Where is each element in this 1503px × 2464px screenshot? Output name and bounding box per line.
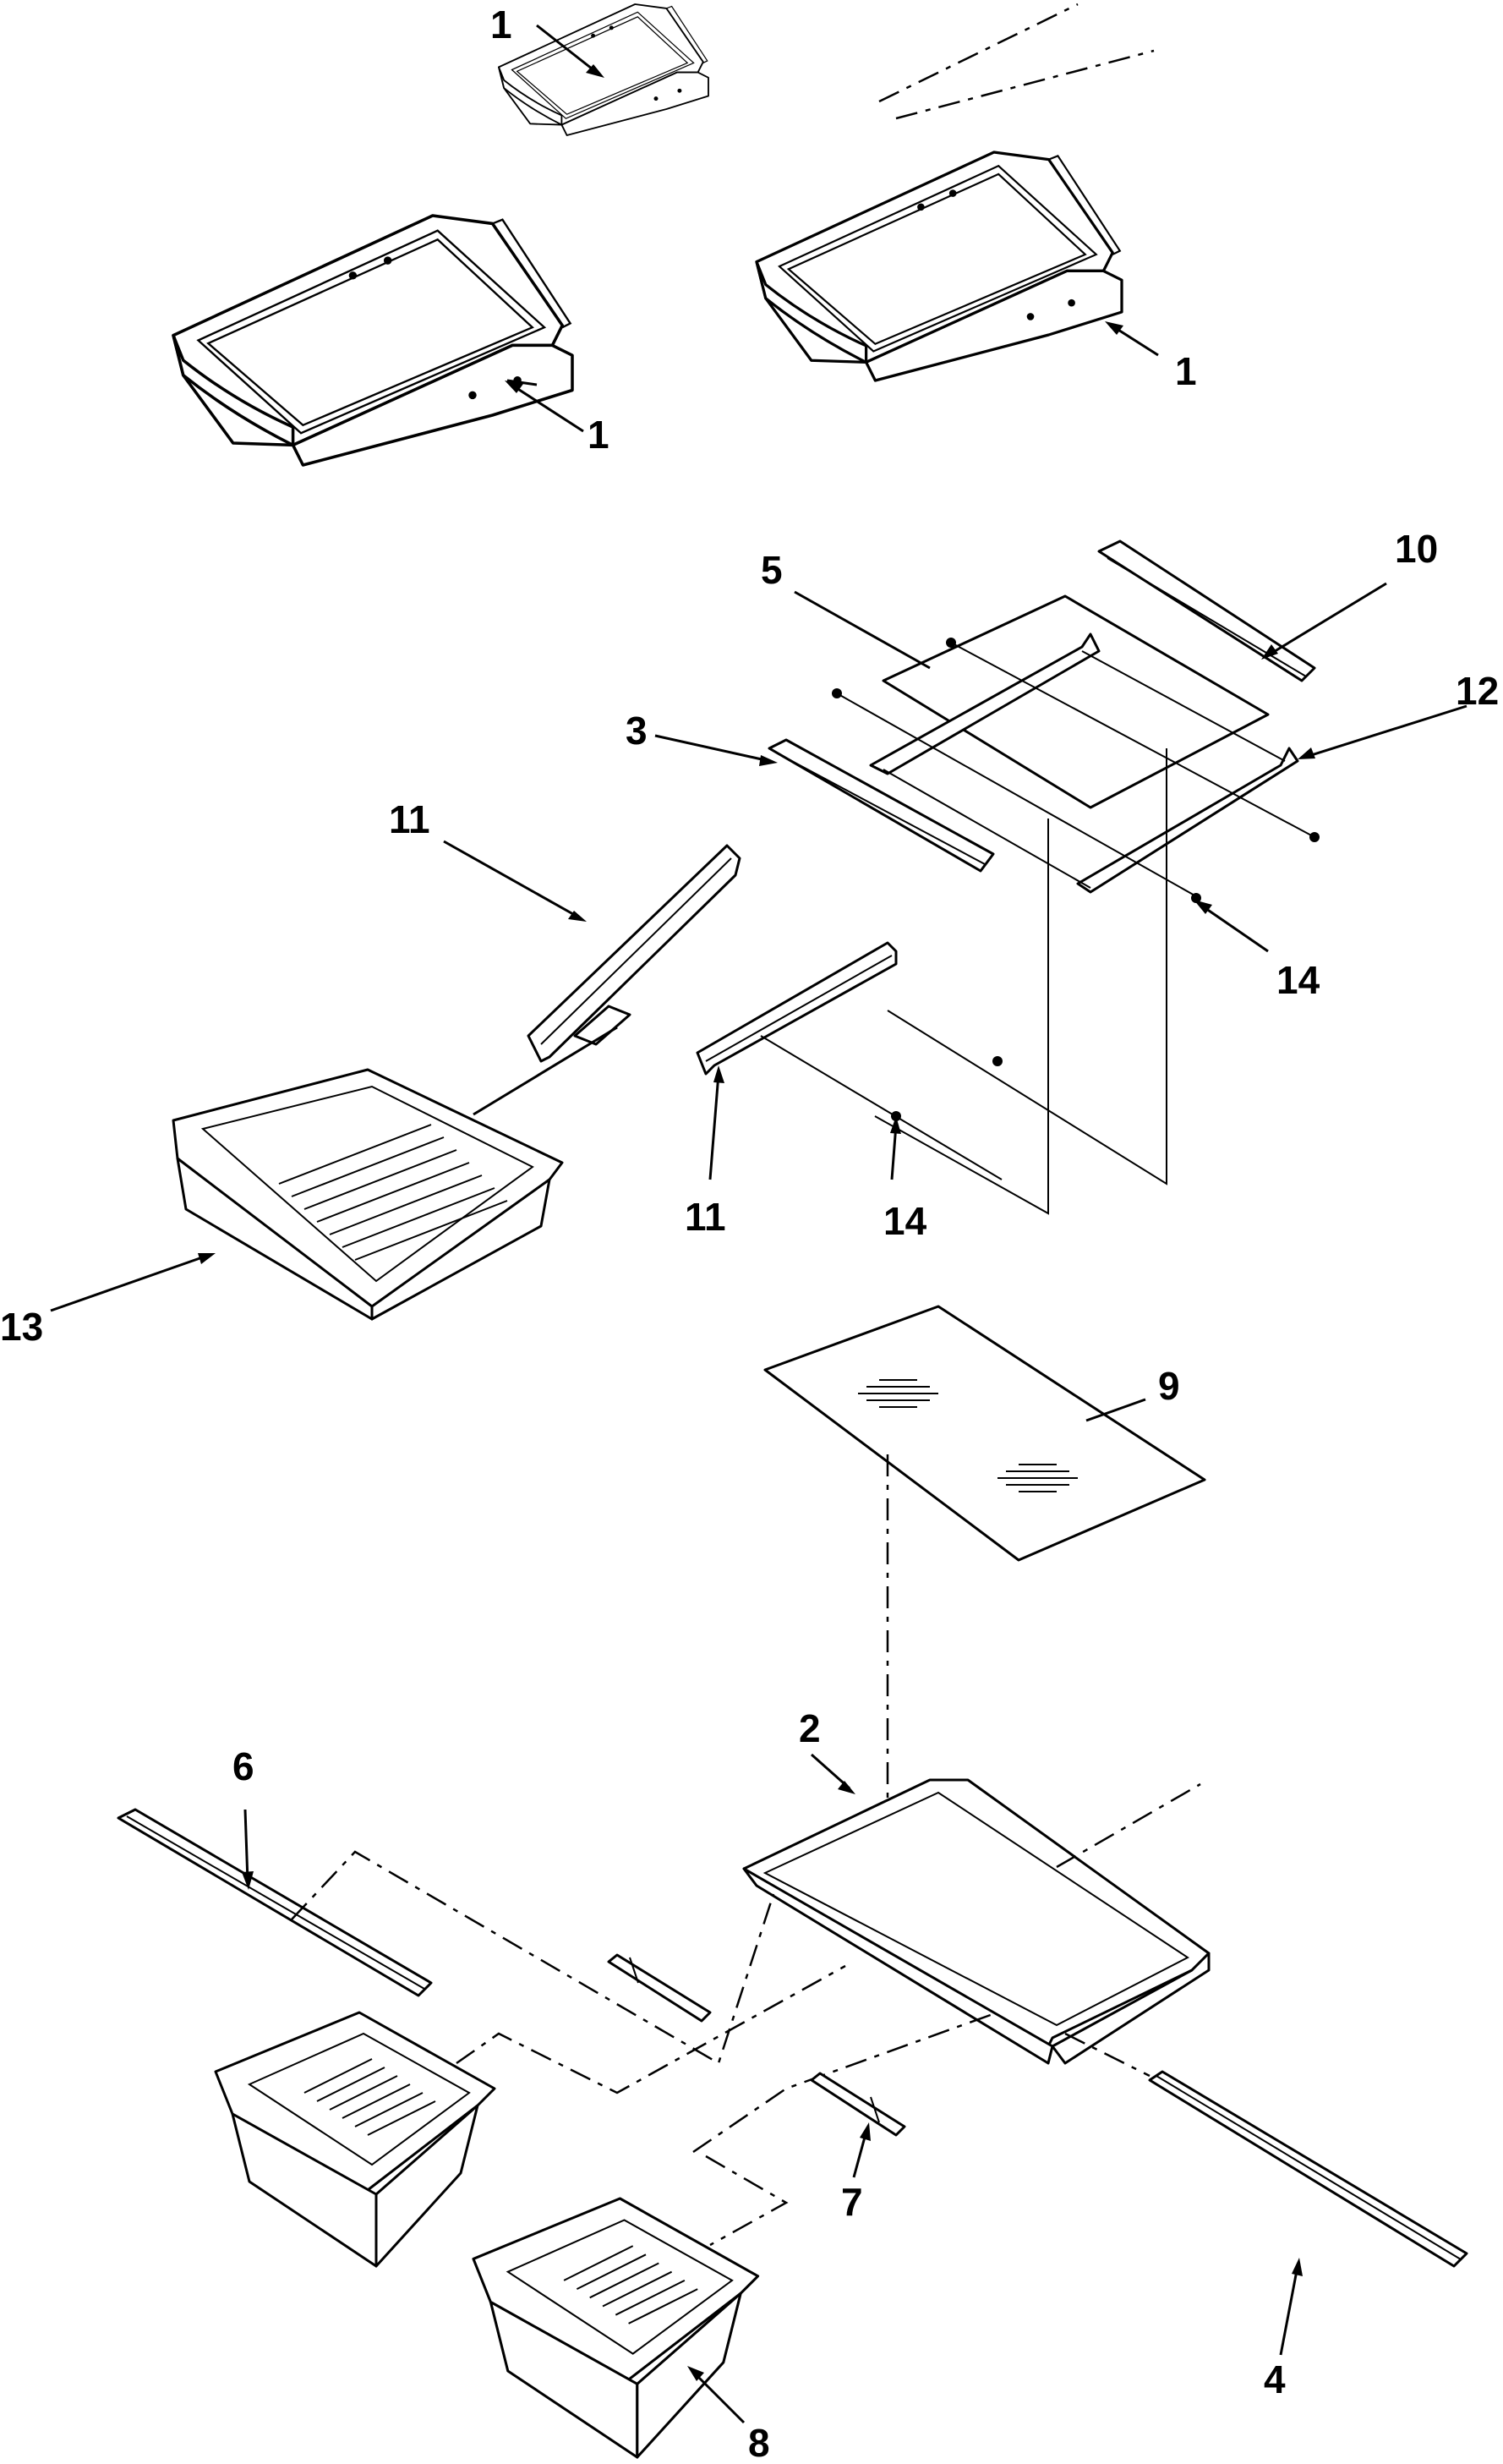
shelf-frame-part-2 [742,1778,1211,2065]
callout-1-top: 1 [490,3,512,47]
shelf-rail-part-11-lower [696,941,1003,1180]
alignment-line-shelf-top-1 [878,3,1079,103]
glass-panel-part-5 [882,594,1270,809]
alignment-line-frame-right [1056,1782,1201,1869]
callout-12: 12 [1456,669,1499,713]
alignment-box-upper [874,819,1049,1215]
callout-1-left: 1 [588,413,609,457]
slide-part-7-upper [607,1953,712,2023]
callout-11-upper: 11 [389,797,430,841]
alignment-line-meat-pan [473,1026,618,1116]
shelf-left [172,214,574,467]
callout-9: 9 [1158,1364,1180,1408]
crisper-bin-part-8 [472,2197,760,2459]
callout-10: 10 [1395,527,1438,571]
alignment-box-right [887,748,1167,1185]
shelf-top-center [498,3,709,136]
shelf-right [755,151,1123,382]
alignment-line-shelf-top-2 [895,49,1155,120]
shelf-trim-part-6 [117,1808,433,1997]
callout-14-lower: 14 [883,1199,927,1243]
callout-8: 8 [748,2421,770,2464]
callout-14-upper: 14 [1276,958,1320,1002]
glass-panel-part-9 [763,1305,1206,1562]
callout-4: 4 [1264,2357,1286,2401]
alignment-line-network-3 [692,2011,998,2154]
meat-pan-part-13 [172,1068,564,1321]
callout-5: 5 [761,548,783,592]
alignment-line-network-1 [291,1850,775,2065]
callout-1-right: 1 [1175,349,1197,393]
leader-lines [50,24,1467,2424]
shelf-bracket-part-12 [832,632,1320,903]
shelf-trim-part-3 [768,738,995,873]
alignment-line-network-2 [456,1964,846,2094]
alignment-line-track-4 [1064,2032,1150,2078]
slide-part-7-lower [810,2072,906,2137]
callout-13: 13 [0,1305,43,1349]
track-part-4 [1148,2070,1468,2268]
callout-3: 3 [626,709,648,753]
shelf-rail-part-11-upper [527,844,741,1063]
callout-6: 6 [232,1744,254,1788]
crisper-bin-left [214,2011,496,2268]
alignment-line-network-4 [705,2155,789,2247]
callout-7: 7 [841,2180,863,2224]
callout-2: 2 [799,1706,821,1750]
callout-11-lower: 11 [685,1195,726,1239]
shelf-trim-part-10 [1097,539,1316,682]
